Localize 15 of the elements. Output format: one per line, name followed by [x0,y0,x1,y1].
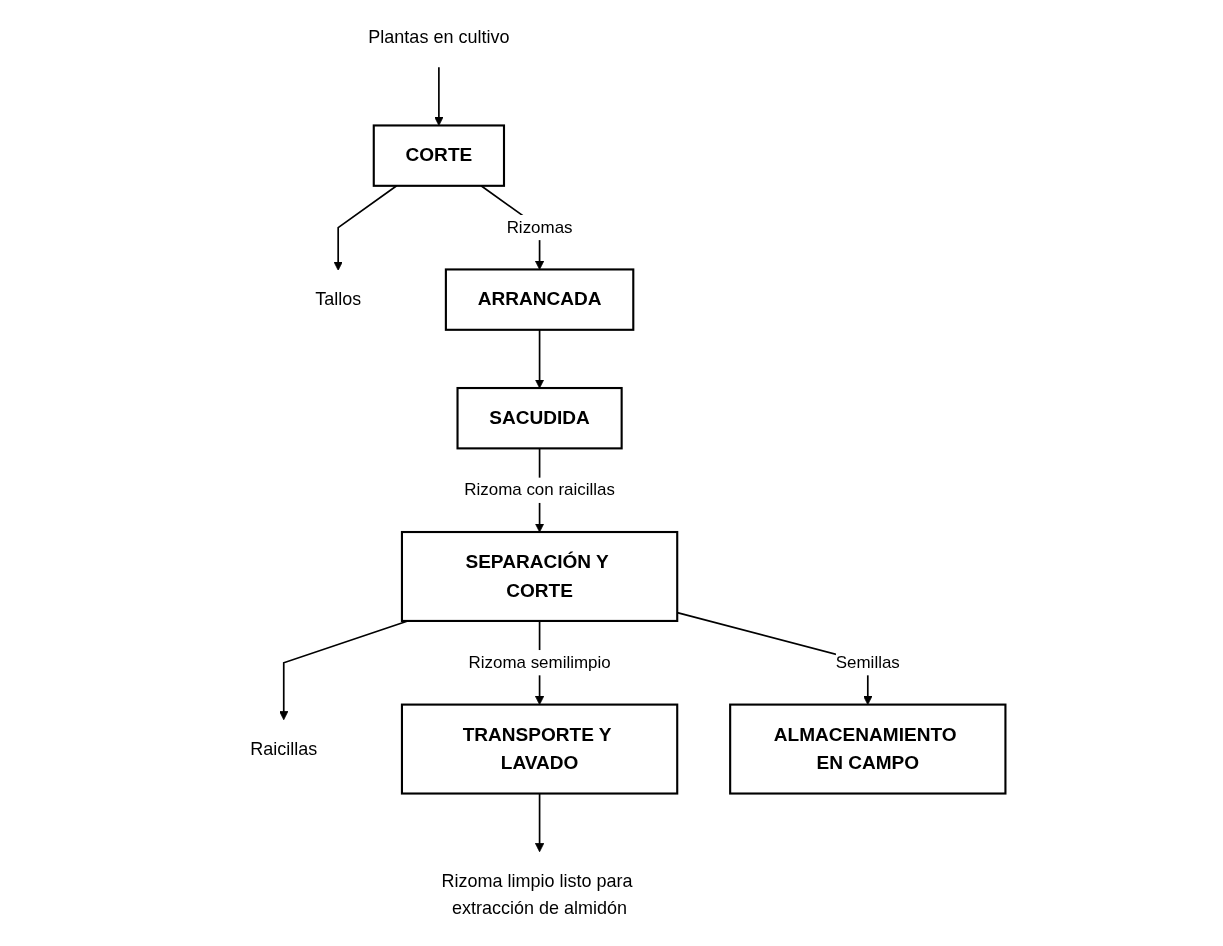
node-box: ARRANCADA [444,268,634,331]
node-text: Plantas en cultivo [367,27,509,48]
edge-label: Rizomas [506,218,573,237]
node-box: TRANSPORTE Y LAVADO [400,703,678,795]
arrow [433,66,444,126]
node-box: SEPARACIÓN Y CORTE [400,530,678,622]
node-box: SACUDIDA [456,386,623,450]
node-text: Rizoma limpio listo para extracción de almidón [441,870,633,918]
edge-label: Rizoma con raicillas [463,480,615,499]
node-text: Raicillas [249,738,317,759]
node-box: ALMACENAMIENTO EN CAMPO [728,703,1007,795]
edge-label: Rizoma semilimpio [468,653,611,672]
node-text: Tallos [314,289,361,310]
edge-label: Semillas [835,653,900,672]
node-box: CORTE [372,124,505,187]
